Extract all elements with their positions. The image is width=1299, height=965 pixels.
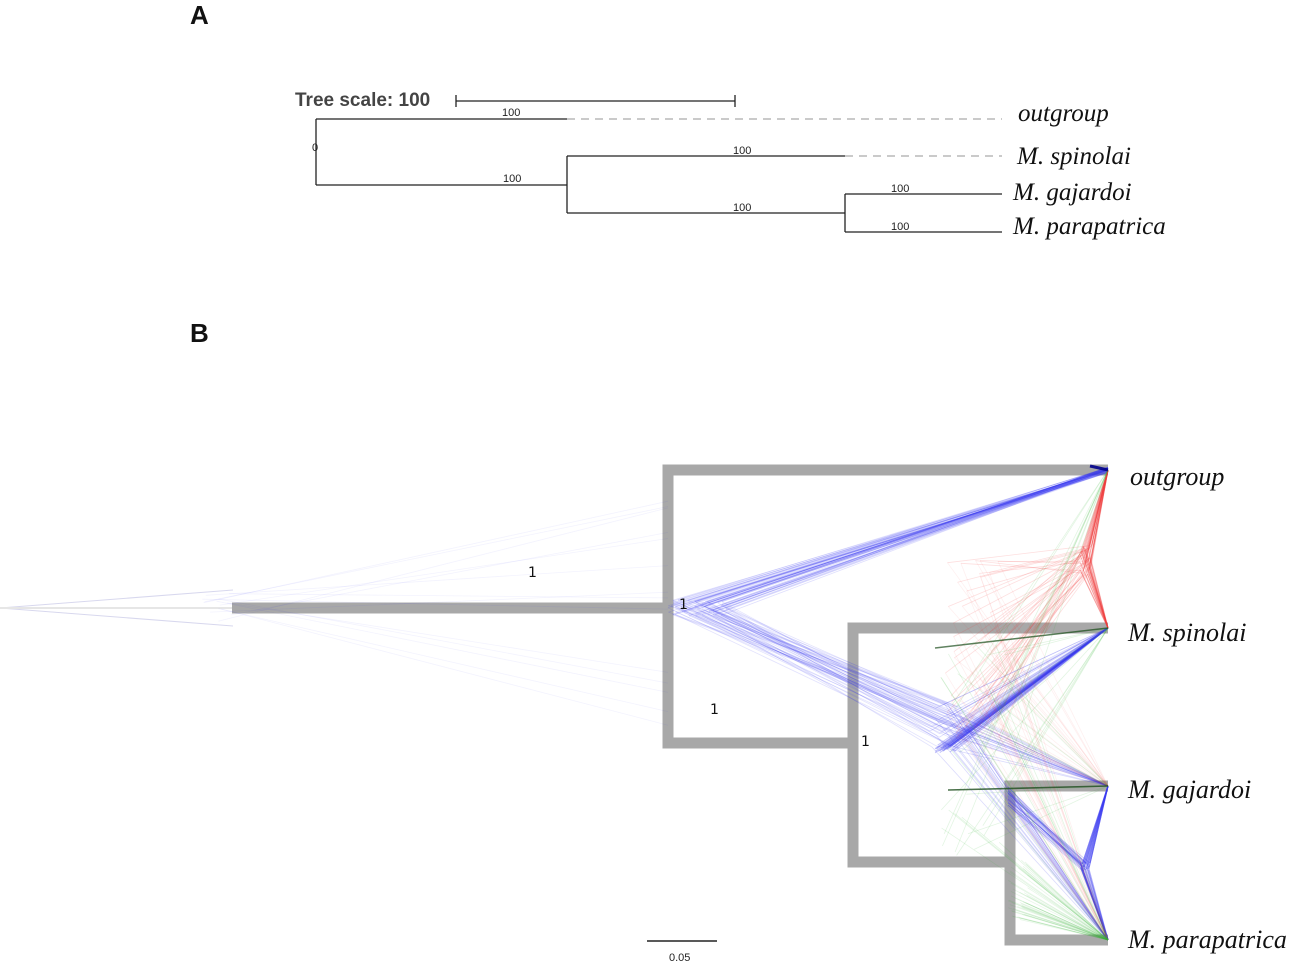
root-label: 0 [312,142,318,154]
panel-a-letter: A [190,0,209,30]
tree-scale-label: Tree scale: 100 [295,90,430,111]
support-parapatrica: 100 [891,221,909,233]
posterior-root-node: 1 [679,597,688,613]
taxon-b-spinolai: M. spinolai [1127,618,1246,647]
support-ingroup: 100 [503,173,521,185]
taxon-a-outgroup: outgroup [1018,100,1109,127]
cladogram-a-branches [315,118,1002,233]
posterior-ingroup-node: 1 [861,734,870,750]
support-outgroup: 100 [502,107,520,119]
taxon-b-outgroup: outgroup [1130,462,1224,491]
taxon-b-parapatrica: M. parapatrica [1127,925,1287,954]
taxon-b-gajardoi: M. gajardoi [1127,775,1251,804]
densitree-overlay [202,464,1109,941]
consensus-tree [232,464,1108,946]
tree-scale-bar [455,95,736,107]
posterior-root-branch: 1 [528,565,537,581]
scale-bar-b-label: 0.05 [669,952,690,964]
panel-b-letter: B [190,318,209,348]
taxon-a-spinolai: M. spinolai [1016,143,1131,170]
posterior-ingroup-branch: 1 [710,702,719,718]
panel-a: A Tree scale: 100 0 100 100 [190,0,1166,240]
support-spinolai: 100 [733,145,751,157]
taxon-a-gajardoi: M. gajardoi [1012,179,1132,206]
support-gajardoi: 100 [891,183,909,195]
root-extension-wedge [0,589,234,627]
taxon-a-parapatrica: M. parapatrica [1012,213,1166,240]
support-gajardoi-parapatrica: 100 [733,202,751,214]
panel-b: B 1 1 1 1 outgroup M. spinolai M. gajard… [0,318,1287,964]
